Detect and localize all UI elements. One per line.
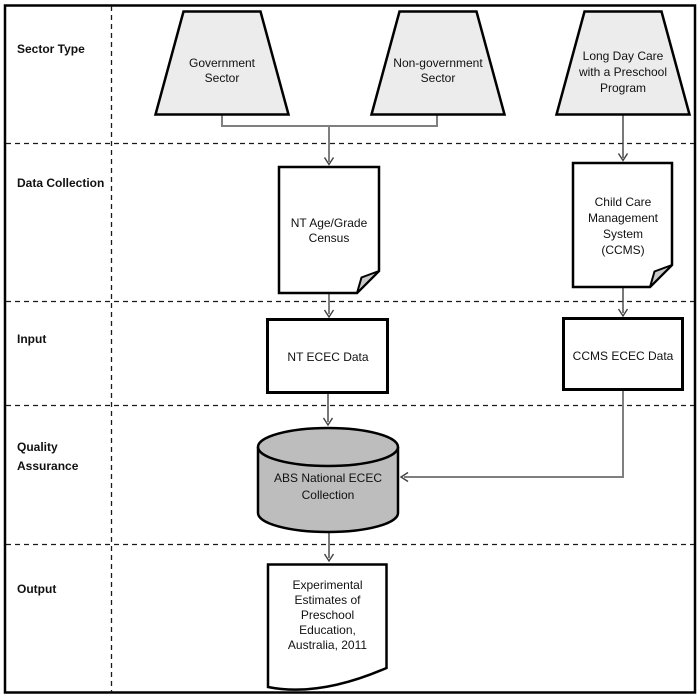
lane-divider-lines (6, 6, 694, 692)
arrowhead-down-icon (322, 417, 334, 427)
arrowhead-down-icon (617, 308, 629, 318)
arrowheads (322, 153, 629, 563)
nt-ecec-data-label: NT ECEC Data (287, 350, 369, 364)
nt-ecec-data-shape (266, 318, 389, 394)
row-label-output: Output (17, 582, 57, 596)
long-day-care-shape (554, 10, 692, 116)
folded-corner-icon (356, 270, 380, 294)
government-sector-label: Government Sector (188, 56, 256, 85)
arrowhead-left-icon (399, 471, 409, 483)
arrowhead-down-icon (323, 309, 335, 319)
ccms-ecec-data-label: CCMS ECEC Data (572, 349, 674, 363)
document-fold-corners (356, 264, 673, 294)
arrowhead-down-icon (617, 153, 629, 162)
output-publication-label: Experimental Estimates of Preschool Educ… (287, 578, 368, 652)
ccms-label: Child Care Management System (CCMS) (587, 195, 659, 257)
arrowhead-down-icon (323, 553, 335, 563)
abs-national-ecec-collection-label: ABS National ECEC Collection (273, 471, 383, 502)
output-publication-shape (266, 563, 388, 691)
non-government-sector-label: Non-government Sector (393, 56, 483, 85)
arrowhead-down-icon (323, 157, 335, 166)
outer-frame (3, 4, 697, 694)
folded-corner-icon (649, 264, 673, 288)
government-sector-shape (153, 10, 291, 116)
row-label-quality-assurance: Quality Assurance (17, 440, 79, 473)
cylinder-body (256, 447, 400, 534)
non-government-sector-shape (369, 10, 507, 116)
gray-connectors (221, 114, 624, 478)
row-label-data-collection: Data Collection (17, 176, 105, 190)
cylinder-top (256, 426, 400, 468)
document-shapes (277, 161, 674, 295)
ccmsdata-to-collection-connector (404, 389, 624, 478)
sector-shapes (153, 10, 692, 116)
nt-age-grade-census-label: NT Age/Grade Census (290, 216, 368, 245)
row-label-sector-type: Sector Type (17, 42, 85, 56)
long-day-care-label: Long Day Care with a Preschool Program (578, 49, 668, 95)
sector-merge-connector (221, 114, 438, 127)
input-shapes (266, 317, 684, 394)
database-cylinder-shape (256, 426, 400, 534)
ccms-ecec-data-shape (562, 317, 684, 391)
row-label-input: Input (17, 332, 47, 346)
dark-connectors (327, 114, 624, 558)
